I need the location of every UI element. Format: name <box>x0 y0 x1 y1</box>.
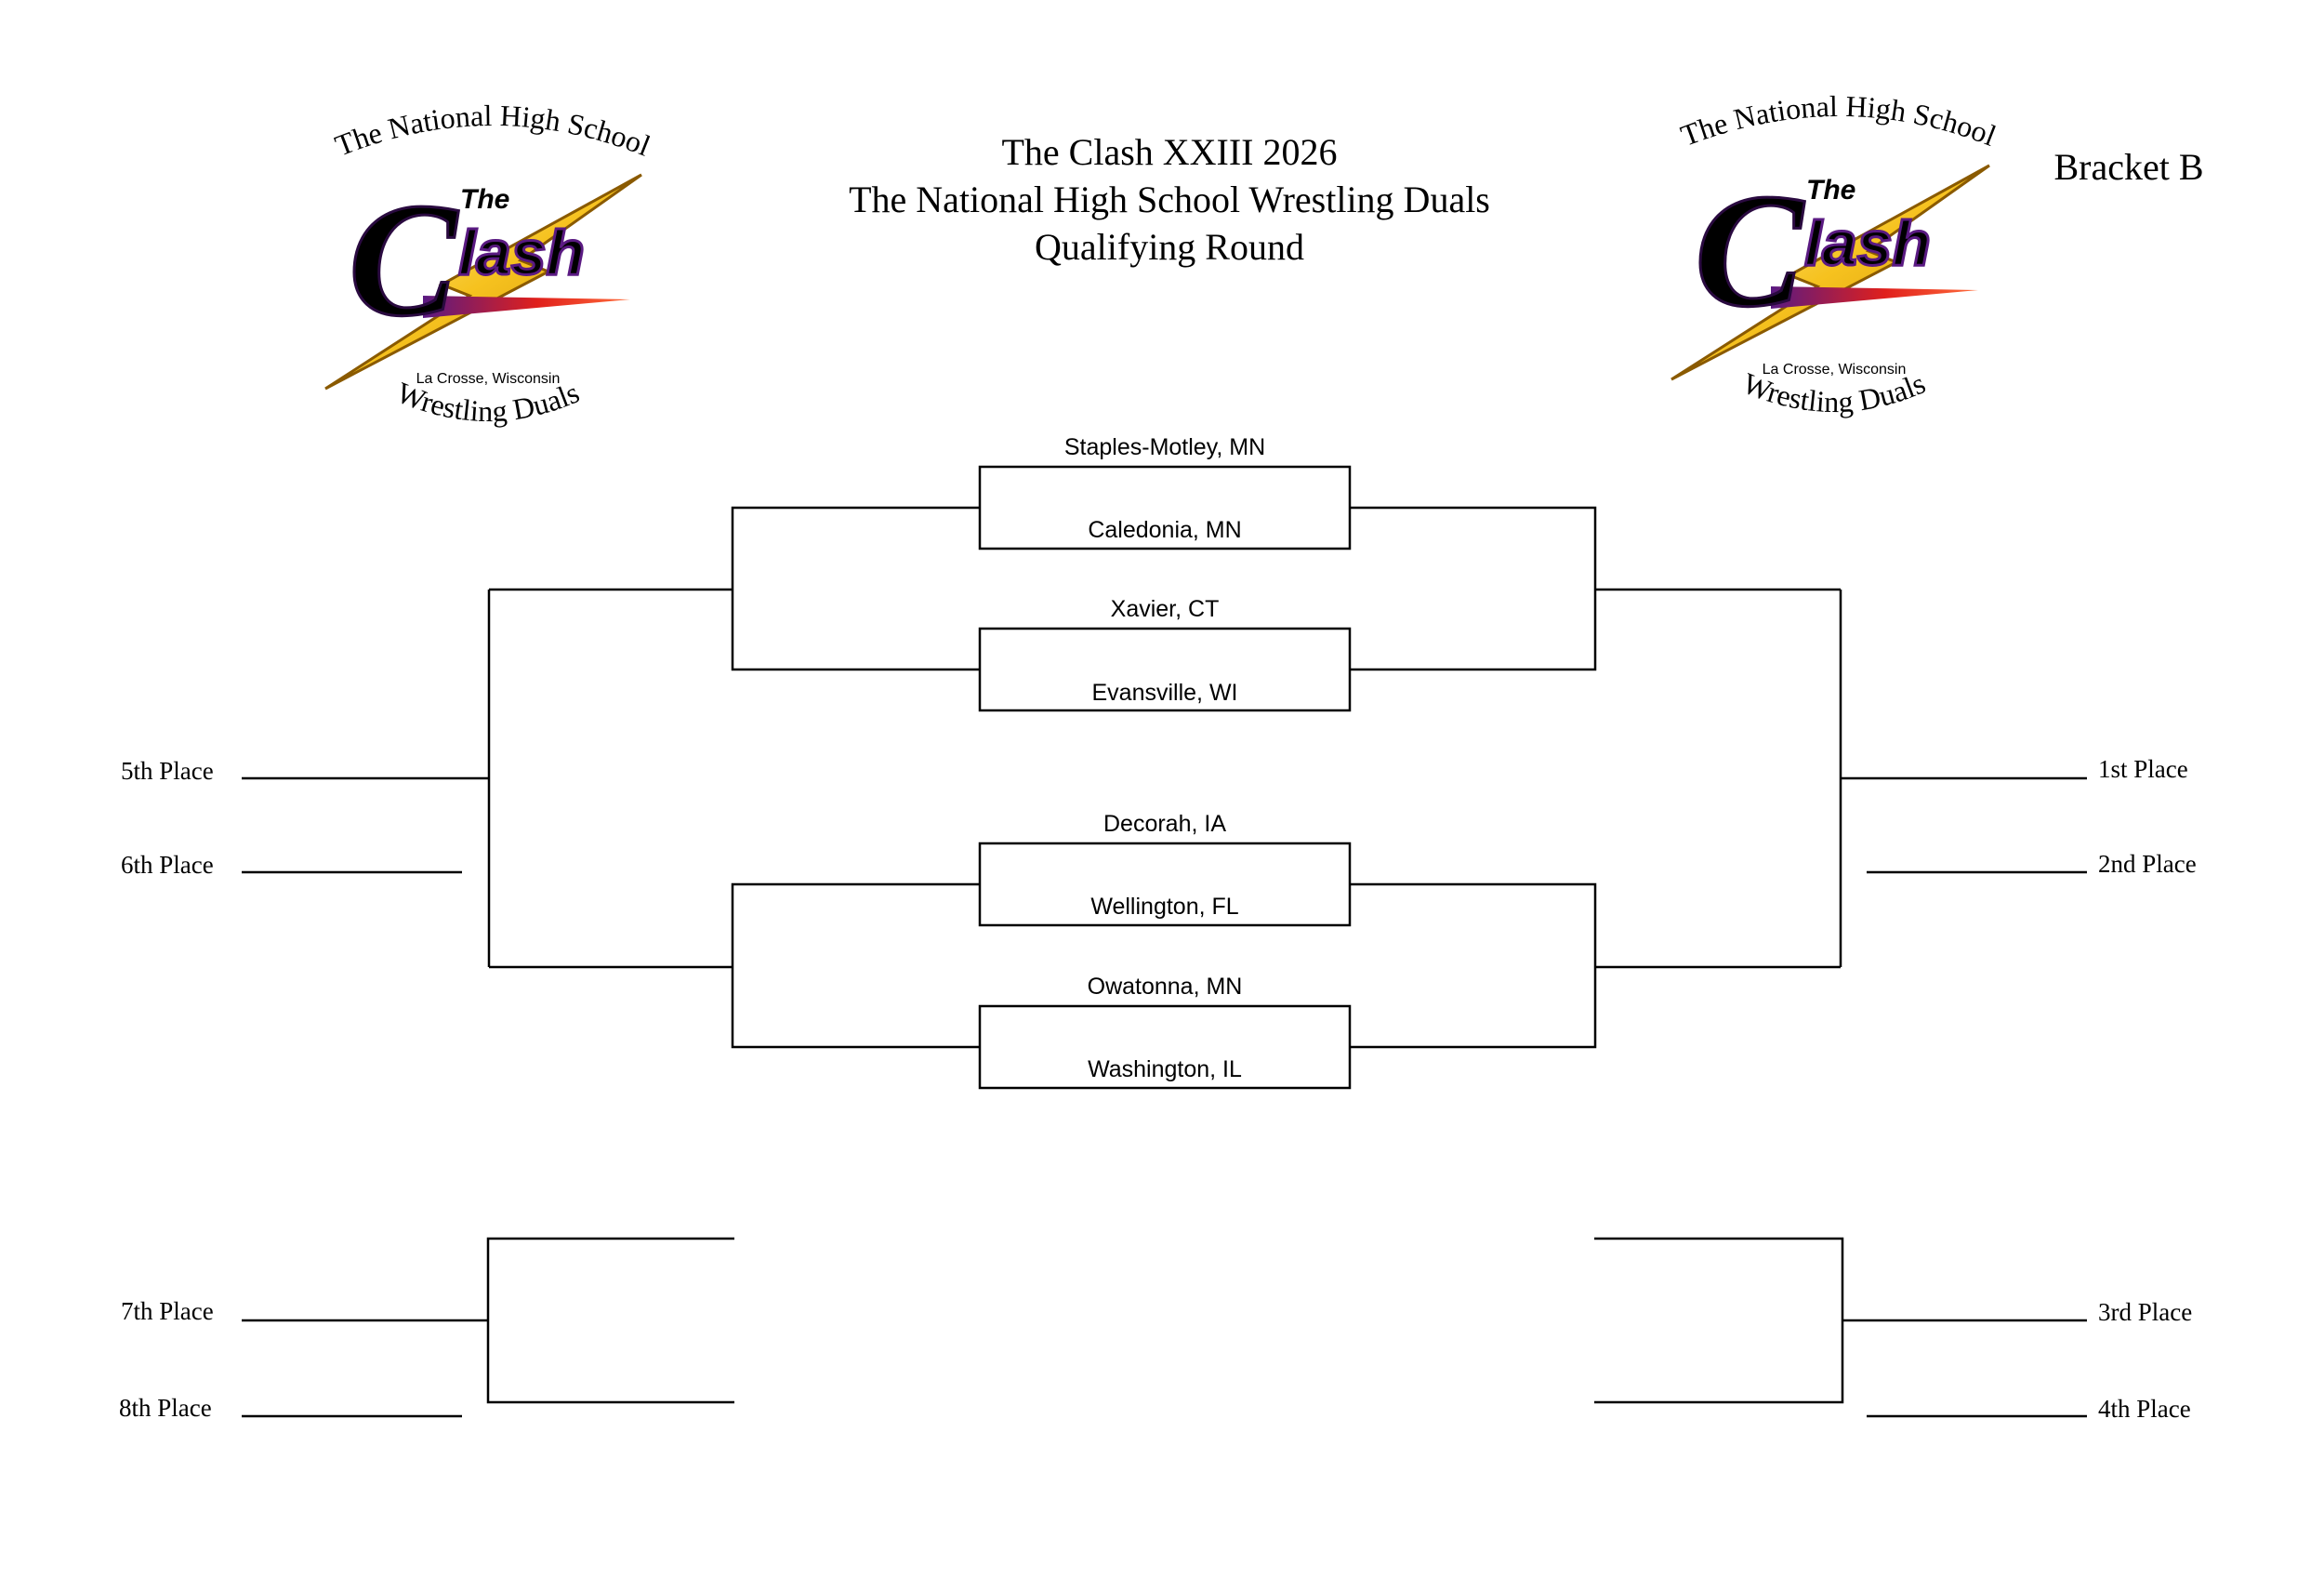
team-match2-top: Xavier, CT <box>1111 596 1220 622</box>
title-line-2: The National High School Wrestling Duals <box>849 179 1490 220</box>
right-bracket-bottom <box>1350 882 1597 1049</box>
clash-logo-left: The National High School C The lash La C… <box>324 99 655 428</box>
streak-icon <box>1771 286 1978 309</box>
clash-logo-right: The National High School C The lash La C… <box>1670 89 2000 418</box>
team-names: Staples-Motley, MN Caledonia, MN Xavier,… <box>1064 434 1265 1082</box>
left-consolation-bracket <box>486 1237 734 1404</box>
team-match3-bottom: Wellington, FL <box>1090 894 1238 920</box>
logo-location: La Crosse, Wisconsin <box>1763 362 1907 378</box>
logo-lash: lash <box>1804 208 1931 279</box>
eighth-place-label: 8th Place <box>119 1394 212 1422</box>
logo-location: La Crosse, Wisconsin <box>416 371 561 387</box>
lightning-bolt-icon <box>324 173 642 391</box>
team-match3-top: Decorah, IA <box>1103 811 1226 837</box>
logo-arc-top: The National High School <box>331 99 655 163</box>
logo-the: The <box>1806 175 1855 206</box>
title-line-3: Qualifying Round <box>1035 226 1304 268</box>
logo-c: C <box>349 169 459 350</box>
team-match1-bottom: Caledonia, MN <box>1088 517 1241 543</box>
team-match4-top: Owatonna, MN <box>1088 974 1243 1000</box>
lightning-bolt-icon <box>1670 164 1990 381</box>
sixth-place-label: 6th Place <box>121 851 214 879</box>
third-place-label: 3rd Place <box>2098 1298 2192 1326</box>
place-labels: 5th Place 6th Place 7th Place 8th Place … <box>119 755 2197 1423</box>
team-match4-bottom: Washington, IL <box>1088 1056 1242 1082</box>
logo-lash: lash <box>458 218 585 288</box>
seventh-place-label: 7th Place <box>121 1297 214 1325</box>
logo-arc-top: The National High School <box>1676 89 2000 152</box>
right-consolation-bracket <box>1594 1237 1844 1404</box>
second-place-label: 2nd Place <box>2098 850 2197 878</box>
header: The Clash XXIII 2026 The National High S… <box>849 131 2203 268</box>
logo-the: The <box>460 184 509 215</box>
team-match1-top: Staples-Motley, MN <box>1064 434 1265 460</box>
right-bracket-top <box>1350 506 1597 671</box>
team-match2-bottom: Evansville, WI <box>1092 680 1238 706</box>
bracket-lines <box>242 465 2087 1418</box>
fourth-place-label: 4th Place <box>2098 1395 2191 1423</box>
title-line-1: The Clash XXIII 2026 <box>1001 131 1337 173</box>
logo-c: C <box>1695 160 1805 340</box>
first-place-label: 1st Place <box>2098 755 2188 783</box>
left-bracket-bottom <box>731 882 980 1049</box>
streak-icon <box>423 296 630 318</box>
left-bracket-top <box>731 506 980 671</box>
bracket-label: Bracket B <box>2053 146 2203 188</box>
fifth-place-label: 5th Place <box>121 757 214 785</box>
